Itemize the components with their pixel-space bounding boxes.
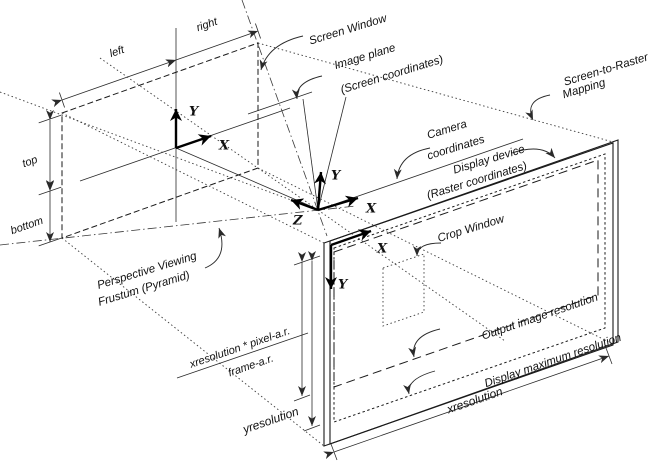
leader-arrow-crop-window	[413, 242, 442, 257]
dimension-tick	[605, 347, 613, 365]
frustum-edge-extension	[317, 209, 506, 342]
label-right: right	[195, 15, 220, 34]
camera-z-axis-label: Z	[292, 214, 303, 229]
screen-x-axis	[175, 134, 212, 150]
output-image-resolution-outline	[333, 159, 599, 388]
camera-group: Y X Z	[290, 169, 377, 229]
frustum-ray-right	[317, 96, 347, 211]
label-xresolution: xresolution	[444, 384, 505, 417]
leader-arrow-camera-coordinates	[393, 147, 431, 180]
crop-window-outline	[382, 253, 425, 327]
optical-axis-line	[175, 147, 316, 209]
leader-arrow-output-image-resolution	[408, 328, 441, 358]
left-dimension-line	[51, 59, 177, 108]
display-maximum-resolution-outline	[333, 153, 606, 423]
leader-arrow-display-device	[511, 147, 556, 159]
camera-z-axis	[290, 198, 319, 212]
fraction-bar	[176, 332, 309, 379]
camera-y-axis-label: Y	[331, 169, 342, 184]
frustum-edge-top-left	[0, 91, 319, 211]
screen-window-group: left right top bottom Y X	[9, 15, 261, 247]
label-bottom: bottom	[9, 215, 45, 237]
raster-y-axis-label: Y	[338, 278, 349, 293]
leader-arrow-screen-window	[259, 35, 304, 71]
xresolution-dimension-line	[323, 355, 610, 460]
label-camera-line1: Camera	[426, 118, 469, 141]
screen-y-axis-label: Y	[189, 105, 200, 120]
frustum-edge-bottom-right	[99, 57, 319, 211]
leader-arrow-screen-to-raster	[525, 94, 551, 121]
dimension-tick	[293, 255, 321, 266]
mapping-line-bottom-right	[257, 167, 614, 345]
leader-arrow-frustum	[204, 227, 226, 269]
camera-x-axis	[317, 195, 359, 212]
label-image-plane-line1: Image plane	[333, 42, 397, 72]
frustum-ray-left	[302, 98, 319, 211]
dimension-tick	[38, 114, 62, 124]
display-device-group: X Y xresolution yresolution xresolution …	[176, 139, 619, 461]
leader-arrow-image-plane	[291, 75, 323, 100]
dimension-tick	[255, 23, 261, 39]
raster-x-axis	[330, 229, 372, 247]
construction-lines	[0, 0, 614, 447]
label-display-maximum-resolution: Display maximum resolution	[483, 332, 623, 390]
right-dimension-line	[165, 30, 259, 68]
label-fraction-denominator: frame-a.r.	[227, 353, 276, 380]
label-top: top	[21, 154, 39, 170]
label-crop-window: Crop Window	[436, 213, 506, 245]
image-plane-edge-line	[247, 91, 313, 115]
dimension-tick	[330, 443, 338, 461]
camera-x-axis-label: X	[365, 202, 377, 217]
dimension-tick	[38, 186, 62, 196]
camera-y-axis	[314, 171, 327, 211]
leader-arrow-display-maximum-resolution	[403, 370, 436, 395]
frustum-edge-bottom-left-dashdot	[0, 205, 357, 246]
label-left: left	[108, 44, 127, 60]
dimension-tick	[38, 237, 62, 247]
label-screen-to-raster-line1: Screen-to-Raster	[562, 51, 650, 88]
dimension-tick	[293, 394, 311, 402]
screen-x-axis-label: X	[218, 139, 230, 154]
label-output-image-resolution: Output image resolution	[480, 291, 599, 342]
label-screen-window: Screen Window	[308, 12, 389, 47]
label-yresolution: yresolution	[240, 404, 301, 437]
dimension-tick	[59, 92, 65, 108]
dimension-tick	[303, 424, 321, 432]
raster-x-axis-label: X	[376, 242, 388, 257]
